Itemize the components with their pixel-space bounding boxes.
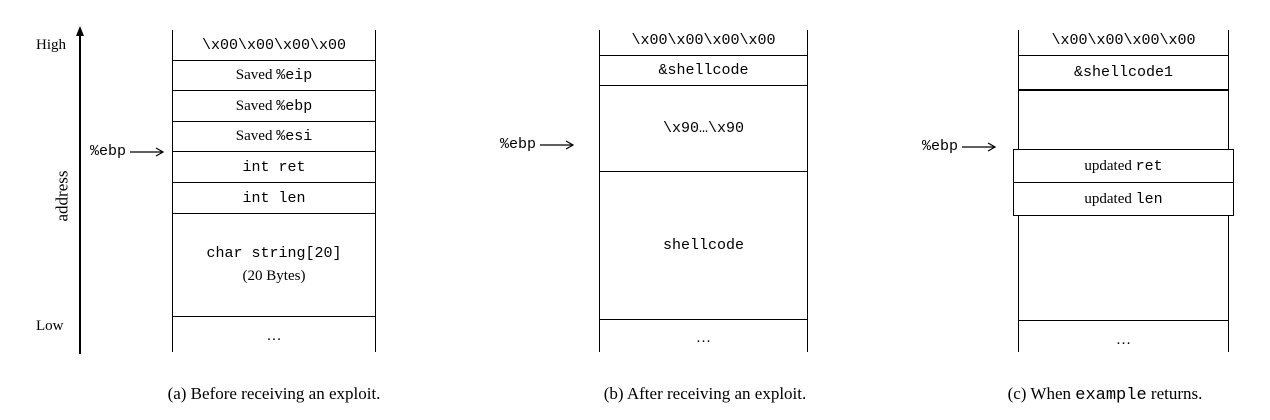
caption-c: (c) When example returns. bbox=[955, 384, 1255, 405]
ebp-pointer-a: %ebp bbox=[90, 143, 165, 160]
caption-c-function: example bbox=[1075, 386, 1147, 405]
stack-slot-null-word: \x00\x00\x00\x00 bbox=[1051, 32, 1196, 49]
stack-slot-shellcode-address: &shellcode bbox=[658, 62, 749, 79]
right-arrow-icon bbox=[130, 146, 165, 157]
stack-slot-nop-sled: \x90…\x90 bbox=[662, 120, 744, 137]
stack-slot-char-string: char string[20] (20 Bytes) bbox=[173, 214, 375, 316]
right-arrow-icon bbox=[540, 139, 575, 150]
right-arrow-icon bbox=[962, 141, 997, 152]
updated-len-variable: len bbox=[1135, 190, 1163, 208]
ebp-pointer-label: %ebp bbox=[922, 138, 959, 155]
stack-slot-null-word: \x00\x00\x00\x00 bbox=[201, 36, 347, 54]
saved-eip-prefix: Saved bbox=[235, 67, 277, 83]
axis-up-arrow bbox=[76, 26, 84, 354]
ebp-pointer-b: %ebp bbox=[500, 136, 575, 153]
caption-c-suffix: returns. bbox=[1146, 384, 1203, 403]
char-string-decl: char string[20] bbox=[206, 245, 342, 262]
updated-ret-variable: ret bbox=[1135, 157, 1163, 175]
axis-low-label: Low bbox=[36, 318, 64, 334]
stack-slot-ellipsis: … bbox=[266, 327, 282, 344]
stack-slot-updated-len: updated len bbox=[1013, 182, 1234, 216]
saved-ebp-register: %ebp bbox=[276, 97, 313, 115]
stack-slot-shellcode: shellcode bbox=[662, 237, 744, 254]
axis-high-label: High bbox=[36, 37, 66, 53]
stack-slot-shellcode1-address: &shellcode1 bbox=[1073, 63, 1174, 81]
stack-slot-int-ret: int ret bbox=[242, 158, 306, 176]
saved-ebp-prefix: Saved bbox=[235, 97, 277, 114]
updated-ret-prefix: updated bbox=[1084, 157, 1136, 174]
updated-len-prefix: updated bbox=[1084, 190, 1136, 207]
stack-slot-ellipsis: … bbox=[696, 329, 711, 346]
caption-b: (b) After receiving an exploit. bbox=[603, 384, 807, 403]
stack-slot-saved-ebp: Saved %ebp bbox=[173, 91, 375, 121]
ebp-pointer-c: %ebp bbox=[922, 138, 997, 155]
saved-esi-prefix: Saved bbox=[235, 128, 277, 144]
ebp-pointer-label: %ebp bbox=[90, 143, 127, 160]
axis-address-label: address bbox=[52, 170, 72, 222]
char-string-size: (20 Bytes) bbox=[242, 268, 306, 284]
caption-a: (a) Before receiving an exploit. bbox=[167, 384, 381, 403]
saved-eip-register: %eip bbox=[276, 67, 313, 84]
stack-slot-null-word: \x00\x00\x00\x00 bbox=[631, 32, 776, 49]
caption-c-prefix: (c) When bbox=[1007, 384, 1076, 403]
stack-slot-updated-ret: updated ret bbox=[1013, 149, 1234, 183]
stack-slot-ellipsis: … bbox=[1116, 331, 1131, 348]
stack-slot-saved-esi: Saved %esi bbox=[173, 122, 375, 151]
stack-slot-saved-eip: Saved %eip bbox=[173, 61, 375, 90]
saved-esi-register: %esi bbox=[276, 128, 313, 145]
stack-slot-int-len: int len bbox=[242, 189, 306, 207]
ebp-pointer-label: %ebp bbox=[500, 136, 537, 153]
